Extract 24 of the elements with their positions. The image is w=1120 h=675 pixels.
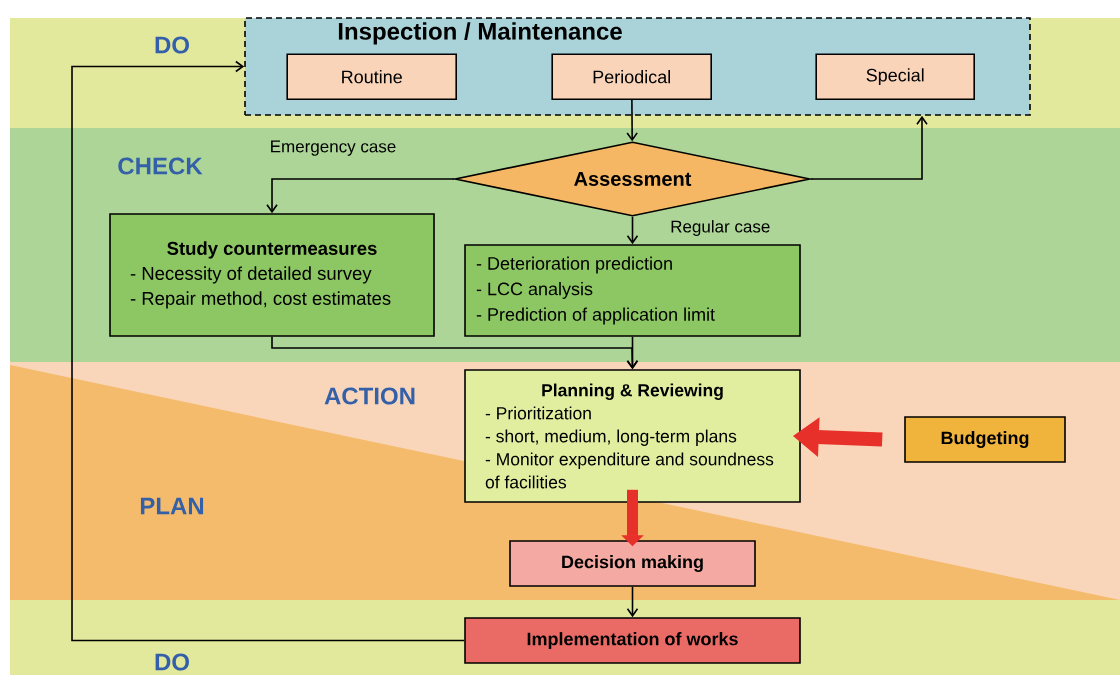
arrow [71, 60, 465, 642]
stage-label: DO [155, 36, 189, 54]
process-box: Budgeting [904, 416, 1066, 463]
process-box: Study countermeasures - Necessity of detailed survey - Repair method, cost estimates [109, 213, 435, 337]
arrow [626, 216, 639, 245]
process-box: Planning & Reviewing - Prioritization - short, medium, long-term plans - Monitor expenditure and soundness of facilities [464, 369, 801, 503]
stage-label: DO [155, 653, 189, 671]
process-box: Special [815, 53, 975, 100]
arrow [626, 336, 639, 370]
process-box: - Deterioration prediction - LCC analysis - Prediction of application limit [464, 244, 801, 337]
stage-label: CHECK [118, 157, 203, 175]
stage-label: PLAN [140, 497, 204, 515]
arrow [271, 336, 639, 370]
arrow [810, 115, 928, 180]
arrow [626, 99, 638, 142]
process-box: Routine [286, 53, 457, 100]
process-box: Implementation of works [464, 617, 801, 664]
arrow [266, 178, 455, 214]
edge-label: Emergency case [271, 140, 396, 156]
arrow [626, 586, 639, 618]
process-box: Decision making [509, 540, 756, 587]
stage-label: ACTION [324, 387, 415, 405]
process-box: Periodical [551, 53, 712, 100]
edge-label: Regular case [671, 220, 770, 236]
